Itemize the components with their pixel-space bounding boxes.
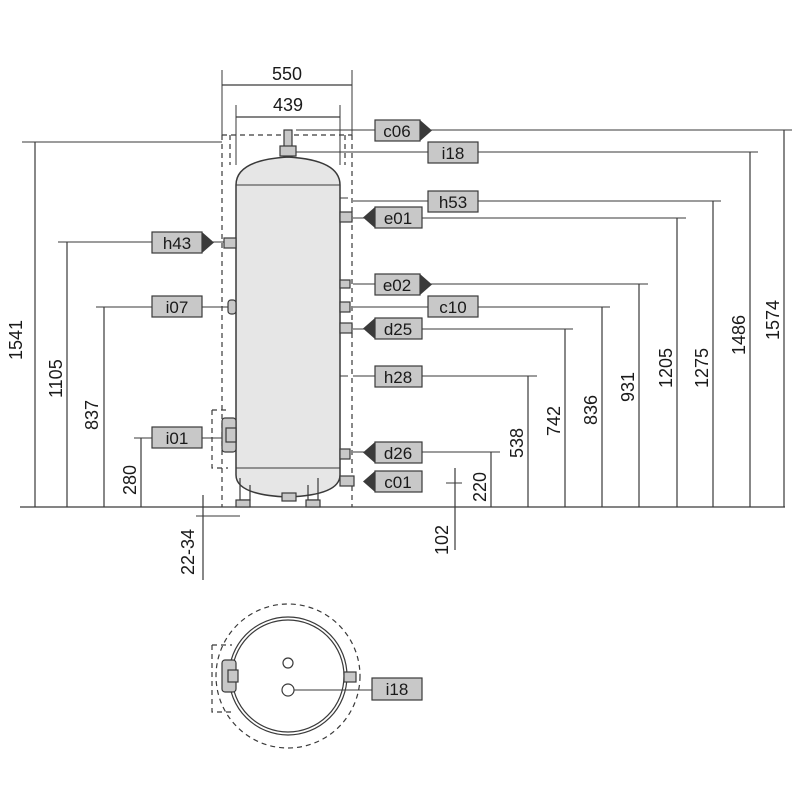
height-dimension-1205: 1205 <box>353 217 686 507</box>
tag-c01: c01 <box>363 470 423 493</box>
tag-label: i07 <box>166 298 189 317</box>
tag-label: h28 <box>384 368 412 387</box>
tag-label: i01 <box>166 429 189 448</box>
dimension-label: 550 <box>272 64 302 84</box>
tag-label: h53 <box>439 193 467 212</box>
dimension-label: 1541 <box>6 320 26 360</box>
tag-h53: h53 <box>427 190 479 213</box>
height-dimension-1486: 1486 <box>296 151 758 507</box>
tag-label: h43 <box>163 234 191 253</box>
tag-h43: h43 <box>151 231 214 254</box>
dimension-label: 837 <box>82 400 102 430</box>
tag-c10: c10 <box>427 295 479 318</box>
width-dimension-439: 439 <box>235 95 341 165</box>
tag-h28: h28 <box>374 365 423 388</box>
dimension-label: 1574 <box>763 300 783 340</box>
tank <box>221 129 355 508</box>
tag-e02: e02 <box>374 273 432 296</box>
dimension-label: 102 <box>432 525 452 555</box>
tag-label: c06 <box>383 122 410 141</box>
dimension-label: 931 <box>618 372 638 402</box>
tag-label: i18 <box>442 144 465 163</box>
dimension-label: 22-34 <box>178 529 198 575</box>
dimension-label: 280 <box>120 465 140 495</box>
tag-label: c10 <box>439 298 466 317</box>
tag-label: e02 <box>383 276 411 295</box>
tag-i18-top-view: i18 <box>371 677 423 701</box>
tag-label: i18 <box>386 680 409 699</box>
tag-label: e01 <box>384 209 412 228</box>
tag-d26: d26 <box>363 441 423 464</box>
dimension-label: 1105 <box>46 359 66 398</box>
height-dimension-1541: 1541 <box>6 141 222 507</box>
tag-label: d25 <box>384 320 412 339</box>
tag-d25: d25 <box>363 317 423 340</box>
dimension-label: 836 <box>581 395 601 425</box>
tag-i01: i01 <box>151 426 203 449</box>
height-dimension-837: 837 <box>82 306 228 507</box>
tag-e01: e01 <box>363 206 423 229</box>
tag-i18: i18 <box>427 141 479 164</box>
dimension-label: 1486 <box>729 315 749 355</box>
width-dimension-550: 550 <box>221 64 353 135</box>
top-view <box>211 603 372 749</box>
height-dimension-1275: 1275 <box>353 200 721 507</box>
tag-c06: c06 <box>296 119 432 142</box>
height-dimension-22-34: 22-34 <box>178 495 240 580</box>
dimension-label: 1205 <box>656 348 676 388</box>
tag-i07: i07 <box>151 295 203 318</box>
dimension-label: 1275 <box>692 348 712 388</box>
dimension-label: 742 <box>544 406 564 436</box>
dimension-label: 538 <box>507 428 527 458</box>
dimension-label: 439 <box>273 95 303 115</box>
height-dimension-1574: 1574 <box>296 129 792 507</box>
dimension-label: 220 <box>470 472 490 502</box>
height-dimension-836: 836 <box>353 306 610 507</box>
tag-label: d26 <box>384 444 412 463</box>
height-dimension-102: 102 <box>432 468 462 555</box>
tag-label: c01 <box>384 473 411 492</box>
